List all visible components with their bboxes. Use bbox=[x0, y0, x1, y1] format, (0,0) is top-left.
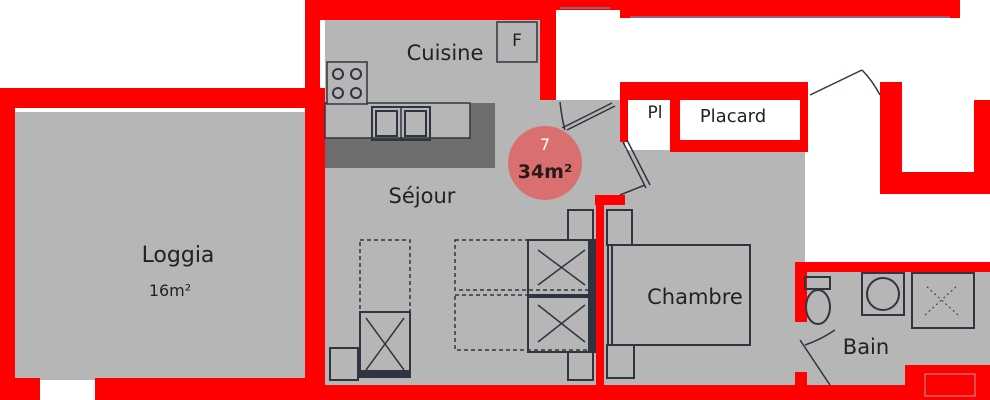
badge-circle bbox=[508, 126, 582, 200]
bath-radiator bbox=[924, 373, 976, 397]
label-chambre: Chambre bbox=[647, 285, 743, 309]
label-placard: Placard bbox=[700, 106, 766, 127]
floors bbox=[15, 15, 990, 395]
door-bedroom bbox=[626, 139, 651, 186]
bedroom-furniture bbox=[606, 209, 751, 379]
label-bain: Bain bbox=[843, 335, 889, 359]
label-fridge: F bbox=[512, 31, 522, 51]
bed-single-bottom bbox=[454, 294, 596, 351]
label-placard-short: Pl bbox=[648, 103, 663, 123]
stove bbox=[326, 61, 368, 105]
bedroom-nightstand-bottom bbox=[606, 344, 635, 379]
shower bbox=[911, 272, 975, 329]
bathroom-fixtures bbox=[804, 272, 976, 397]
badge-number: 7 bbox=[540, 135, 550, 154]
toilet bbox=[805, 289, 831, 325]
door-bath bbox=[799, 339, 831, 386]
nightstand-bottom bbox=[567, 351, 594, 381]
nightstand-top bbox=[567, 209, 594, 241]
door-window-right bbox=[809, 69, 863, 96]
double-bed bbox=[607, 244, 751, 346]
label-sejour: Séjour bbox=[389, 184, 456, 208]
doors bbox=[559, 7, 950, 386]
badge-area: 34m² bbox=[518, 161, 573, 183]
toilet-tank bbox=[804, 276, 831, 290]
room-labels: Cuisine F Pl Placard Séjour Loggia 16m² … bbox=[142, 31, 890, 359]
living-furniture bbox=[329, 209, 596, 381]
bedroom-nightstand-top bbox=[606, 209, 633, 246]
door-entry bbox=[561, 102, 613, 129]
label-loggia: Loggia bbox=[142, 243, 215, 268]
floor-bedroom bbox=[600, 150, 805, 385]
label-loggia-area: 16m² bbox=[149, 281, 191, 300]
label-cuisine: Cuisine bbox=[407, 41, 484, 65]
area-badge: 7 34m² bbox=[508, 126, 582, 200]
fridge bbox=[496, 21, 538, 63]
washbasin bbox=[861, 272, 905, 316]
stool-left bbox=[329, 347, 359, 381]
kitchen bbox=[324, 21, 538, 168]
floor-loggia bbox=[15, 112, 305, 380]
